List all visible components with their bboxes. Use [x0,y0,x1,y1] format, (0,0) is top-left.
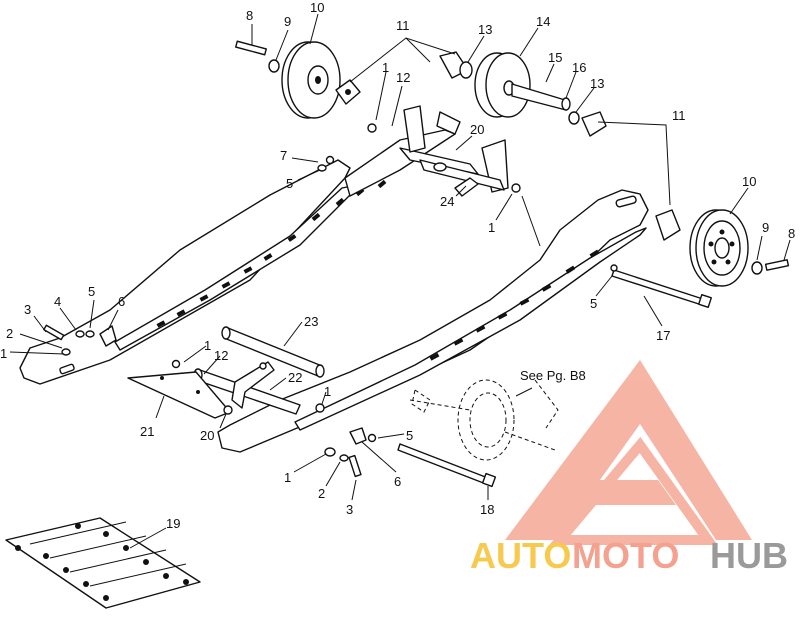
callout-22: 22 [288,370,302,385]
callout-11-top: 11 [396,18,410,33]
watermark-logo [505,360,752,545]
callout-3-lower: 3 [346,502,353,517]
idler-wheel-right [439,51,607,137]
watermark-auto: AUTO [470,535,571,576]
callout-19: 19 [166,516,180,531]
callout-12-lower: 12 [214,348,228,363]
bearing-block-upper [335,79,361,105]
callout-20-upper: 20 [470,122,484,137]
callout-13-right: 13 [590,76,604,91]
leader-lines [9,13,791,549]
callout-20-lower: 20 [200,428,214,443]
watermark-triangle [505,360,752,540]
callout-6-lower: 6 [394,474,401,489]
watermark-text: AUTO MOTO HUB [470,535,788,576]
left-rail [19,129,456,385]
callout-5-upper: 5 [286,176,293,191]
callout-9-right: 9 [762,220,769,235]
callout-10-right: 10 [742,174,756,189]
right-rail [217,189,649,453]
callout-14: 14 [536,14,550,29]
upper-shaft-assembly [399,105,509,197]
callout-1-left: 1 [0,346,7,361]
callout-15: 15 [548,50,562,65]
see-page-note: See Pg. B8 [520,368,586,383]
callout-18: 18 [480,502,494,517]
callout-5-right: 5 [590,296,597,311]
callout-3-left: 3 [24,302,31,317]
reference-wheel [409,379,559,461]
idler-wheel-left [235,40,341,119]
callout-9-top: 9 [284,14,291,29]
callout-24: 24 [440,194,454,209]
left-hardware [43,324,325,415]
callout-10-top: 10 [310,0,324,15]
callout-6-left: 6 [118,294,125,309]
callout-13-top: 13 [478,22,492,37]
right-hardware [317,123,618,478]
callout-1-lower: 1 [204,338,211,353]
idler-wheel-lower-right [655,209,790,287]
callout-1-bottom: 1 [284,470,291,485]
callout-8-right: 8 [788,226,795,241]
callout-23: 23 [304,314,318,329]
callout-5-left: 5 [88,284,95,299]
callout-12-upper: 12 [396,70,410,85]
track-clip-panel [5,517,201,609]
callout-2-left: 2 [6,326,13,341]
track-clips [15,523,189,601]
callout-5-lower: 5 [406,428,413,443]
watermark-hub: HUB [710,535,788,576]
callout-1-mid: 1 [488,220,495,235]
callout-11-right: 11 [672,108,686,123]
callout-17: 17 [656,328,670,343]
callout-21: 21 [140,424,154,439]
watermark-inner [549,436,718,545]
callout-16: 16 [572,60,586,75]
callout-1-right: 1 [324,384,331,399]
callout-7: 7 [280,148,287,163]
callout-labels: 8 9 10 11 13 14 15 16 13 1 12 20 11 7 5 … [0,0,795,531]
lower-shafts [127,326,325,419]
callout-4: 4 [54,294,61,309]
callout-8-top: 8 [246,8,253,23]
right-rail-slots [429,249,600,361]
callout-1-upper: 1 [382,60,389,75]
long-bolts [397,269,713,488]
callout-2-lower: 2 [318,486,325,501]
watermark-moto: MOTO [572,535,679,576]
